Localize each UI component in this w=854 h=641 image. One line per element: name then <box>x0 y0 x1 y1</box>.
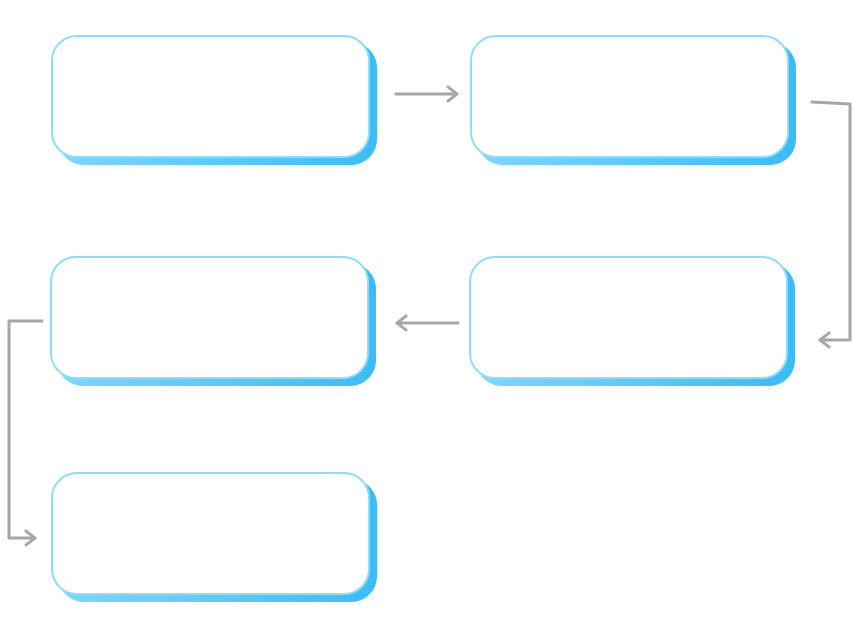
flow-box-step-3 <box>469 256 795 386</box>
arrow-step-2-to-step-3 <box>810 100 852 349</box>
flow-box-face <box>51 472 370 595</box>
flow-box-face <box>50 256 369 379</box>
flow-box-step-1 <box>51 35 377 165</box>
flow-box-step-5 <box>51 472 377 602</box>
arrow-step-3-to-step-4 <box>395 314 460 332</box>
flow-box-step-4 <box>50 256 376 386</box>
flow-box-step-2 <box>470 35 796 165</box>
arrow-step-1-to-step-2 <box>394 85 459 103</box>
flow-box-face <box>470 35 789 158</box>
arrow-step-4-to-step-5 <box>7 319 44 547</box>
flow-box-face <box>469 256 788 379</box>
flow-box-face <box>51 35 370 158</box>
